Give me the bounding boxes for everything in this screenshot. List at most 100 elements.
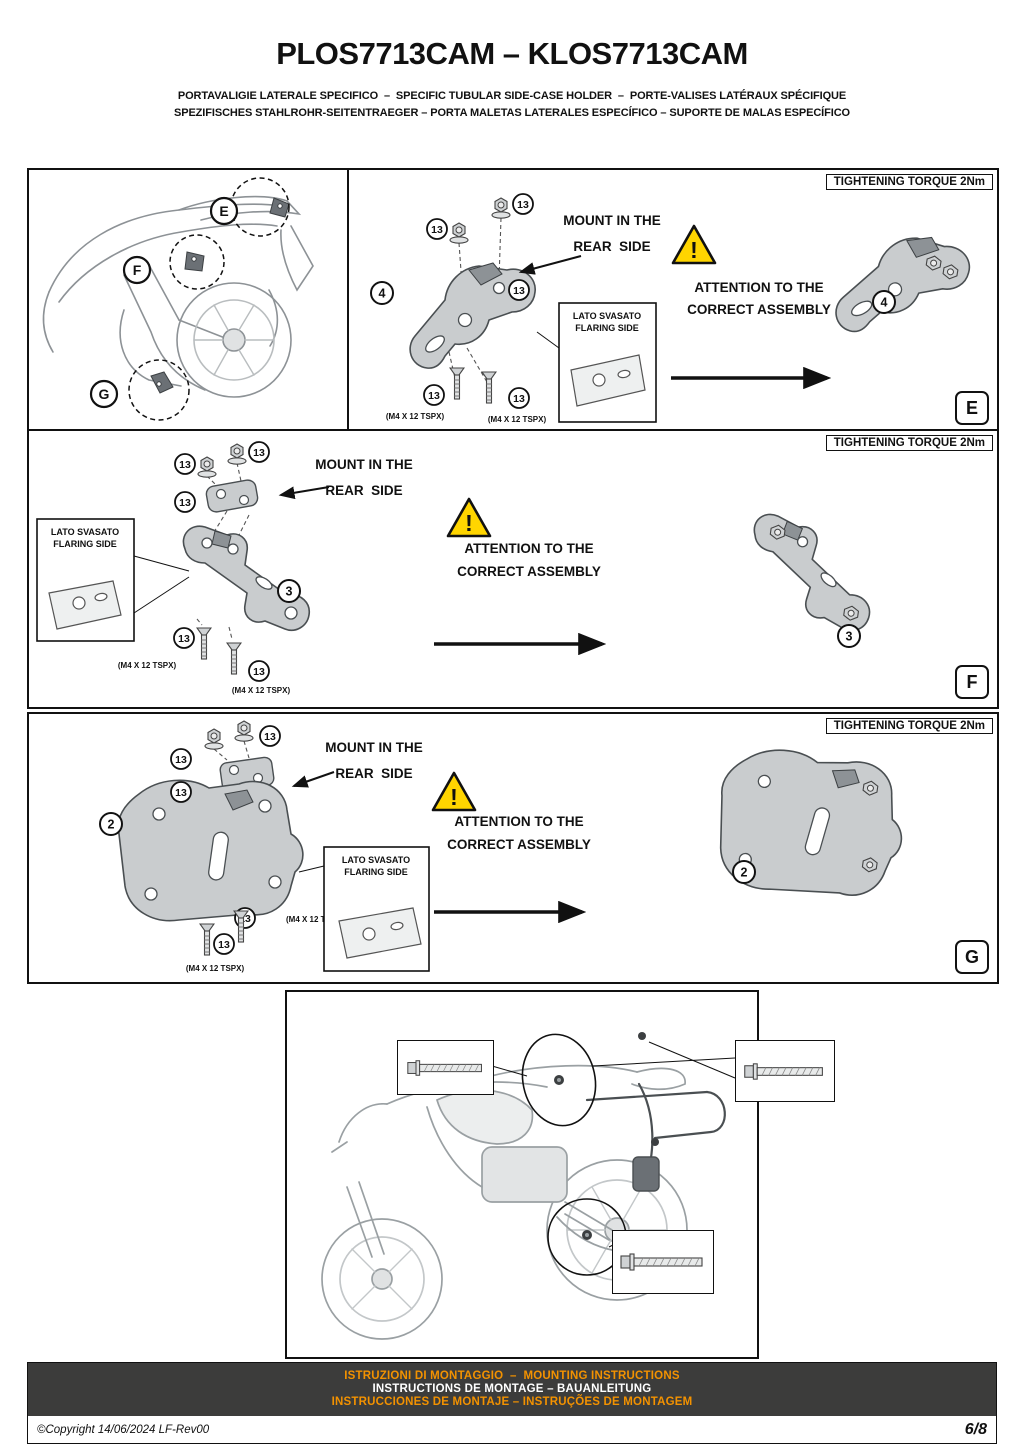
warning-triangle-icon	[446, 497, 492, 538]
copyright-text: ©Copyright 14/06/2024 LF-Rev00	[37, 1423, 210, 1436]
part3-top-plate	[205, 479, 259, 513]
bolt-ref-badge	[512, 193, 534, 215]
part3-assembled	[741, 511, 883, 634]
torque-spec-box: TIGHTENING TORQUE 2Nm	[825, 435, 993, 451]
part4-exploded	[409, 262, 536, 369]
nut-washer-stack	[234, 720, 254, 742]
nut-washer-stack	[227, 443, 247, 465]
flaring-side-box: LATO SVASATO FLARING SIDE	[36, 518, 190, 642]
flaring-label-line1: LATO SVASATO	[51, 527, 119, 537]
part3-assembly-diagram: 3 (M4 X 12 TSPX) (M4 X 12 TSPX) MOUNT IN…	[36, 441, 883, 695]
nut-washer-stack	[204, 728, 224, 750]
footer-line3: INSTRUCCIONES DE MONTAJE – INSTRUÇÕES DE…	[331, 1396, 693, 1409]
screw-spec-label: (M4 X 12 TSPX)	[386, 412, 445, 421]
flaring-label-line1: LATO SVASATO	[342, 855, 410, 865]
countersunk-screw	[199, 923, 215, 956]
part3-badge-assembled: 3	[837, 624, 861, 648]
nut-washer-stack	[197, 456, 217, 478]
mount-bracket-icons	[150, 197, 290, 394]
screw-spec-label: (M4 X 12 TSPX)	[186, 964, 245, 973]
side-case-holder-tubes	[585, 1082, 726, 1192]
torque-spec-box: TIGHTENING TORQUE 2Nm	[825, 174, 993, 190]
bolt-ref-badge	[213, 933, 235, 955]
countersunk-screw	[196, 627, 212, 660]
footer-strip: ©Copyright 14/06/2024 LF-Rev00 6/8	[28, 1416, 996, 1443]
subtitle-line2: SPEZIFISCHES STAHLROHR-SEITENTRAEGER – P…	[173, 107, 851, 119]
panel-letter-f: F	[955, 665, 989, 699]
attention-note-line1: ATTENTION TO THE	[454, 814, 583, 829]
screw-detail-box	[397, 1040, 494, 1095]
page-title: PLOS7713CAM – KLOS7713CAM	[276, 36, 748, 71]
mount-note-line2: REAR SIDE	[573, 239, 650, 254]
mount-note-line1: MOUNT IN THE	[563, 213, 661, 228]
attention-note-line2: CORRECT ASSEMBLY	[457, 564, 601, 579]
mount-pointer-arrow	[518, 255, 582, 275]
screw-detail-box	[612, 1230, 714, 1294]
bolt-ref-badge	[508, 279, 530, 301]
flaring-plate-diagram	[570, 354, 646, 407]
footer-line2: INSTRUCTIONS DE MONTAGE – BAUANLEITUNG	[372, 1382, 652, 1395]
panel-e-motorcycle-view: E F G	[29, 170, 349, 433]
flaring-label-line2: FLARING SIDE	[53, 539, 117, 549]
flaring-label-line2: FLARING SIDE	[575, 323, 639, 333]
callout-f: F	[133, 262, 142, 278]
mount-note-line2: REAR SIDE	[325, 483, 402, 498]
part2-badge-assembled: 2	[732, 860, 756, 884]
mount-note-line1: MOUNT IN THE	[315, 457, 413, 472]
mount-pointer-arrow	[278, 486, 330, 500]
footer-instructions-bar: ISTRUZIONI DI MONTAGGIO – MOUNTING INSTR…	[28, 1363, 996, 1416]
part4-badge-assembled: 4	[872, 290, 896, 314]
mount-pointer-arrow	[291, 771, 335, 788]
footer: ISTRUZIONI DI MONTAGGIO – MOUNTING INSTR…	[27, 1362, 997, 1444]
detail-callout-circles	[128, 177, 290, 421]
moto-linework	[42, 195, 314, 398]
attention-note-line2: CORRECT ASSEMBLY	[447, 837, 591, 852]
part2-assembly-diagram: 2 (M4 X 12 TSPX) (M4 X 12 TSPX) MOUNT IN…	[99, 720, 913, 973]
nut-washer-stack	[491, 197, 511, 219]
bolt-ref-badge	[508, 387, 530, 409]
panel-e-assembly-view: 4 (M4 X 12 TSPX) (M4 X 12 TSPX) MOUNT IN…	[349, 170, 997, 433]
warning-triangle-icon	[671, 224, 717, 265]
subtitle-line1: PORTAVALIGIE LATERALE SPECIFICO – SPECIF…	[177, 90, 847, 102]
part3-exploded	[182, 525, 311, 632]
svg-text:4: 4	[379, 287, 386, 301]
part2-badge: 2	[99, 812, 123, 836]
fitting-screw-diagram	[744, 1062, 823, 1080]
panel-letter-e: E	[955, 391, 989, 425]
nut-washer-stack	[449, 222, 469, 244]
svg-text:4: 4	[881, 296, 888, 310]
countersunk-screw	[481, 371, 497, 404]
page-number: 6/8	[964, 1420, 987, 1438]
screw-spec-label: (M4 X 12 TSPX)	[232, 686, 291, 695]
mount-note-line1: MOUNT IN THE	[325, 740, 423, 755]
svg-text:3: 3	[286, 585, 293, 599]
part4-assembly-diagram: 4 (M4 X 12 TSPX) (M4 X 12 TSPX) MOUNT IN…	[370, 193, 975, 424]
fastener-points	[554, 1032, 659, 1240]
attention-note-line1: ATTENTION TO THE	[694, 280, 823, 295]
svg-text:2: 2	[741, 866, 748, 880]
motorcycle-side-illustration	[321, 1032, 736, 1340]
detail-leader-lines	[491, 1041, 736, 1248]
countersunk-screw	[449, 367, 465, 400]
bolt-ref-badge	[170, 781, 192, 803]
footer-line1: ISTRUZIONI DI MONTAGGIO – MOUNTING INSTR…	[344, 1369, 680, 1382]
flaring-plate-diagram	[338, 907, 422, 959]
warning-triangle-icon	[431, 771, 477, 812]
countersunk-screw	[226, 642, 242, 675]
torque-spec-box: TIGHTENING TORQUE 2Nm	[825, 718, 993, 734]
bolt-ref-badge	[174, 491, 196, 513]
mount-note-line2: REAR SIDE	[335, 766, 412, 781]
bolt-ref-badge	[170, 748, 192, 770]
bolt-ref-badge	[248, 441, 270, 463]
svg-text:3: 3	[846, 630, 853, 644]
screw-detail-box	[735, 1040, 835, 1102]
callout-e: E	[219, 203, 228, 219]
flaring-side-box: LATO SVASATO FLARING SIDE	[536, 302, 657, 423]
callout-g: G	[99, 386, 110, 402]
bolt-ref-badge	[248, 660, 270, 682]
bolt-ref-badge	[173, 627, 195, 649]
part3-badge: 3	[277, 579, 301, 603]
part4-assembled	[832, 223, 975, 349]
panel-f: 3 (M4 X 12 TSPX) (M4 X 12 TSPX) MOUNT IN…	[27, 429, 999, 709]
